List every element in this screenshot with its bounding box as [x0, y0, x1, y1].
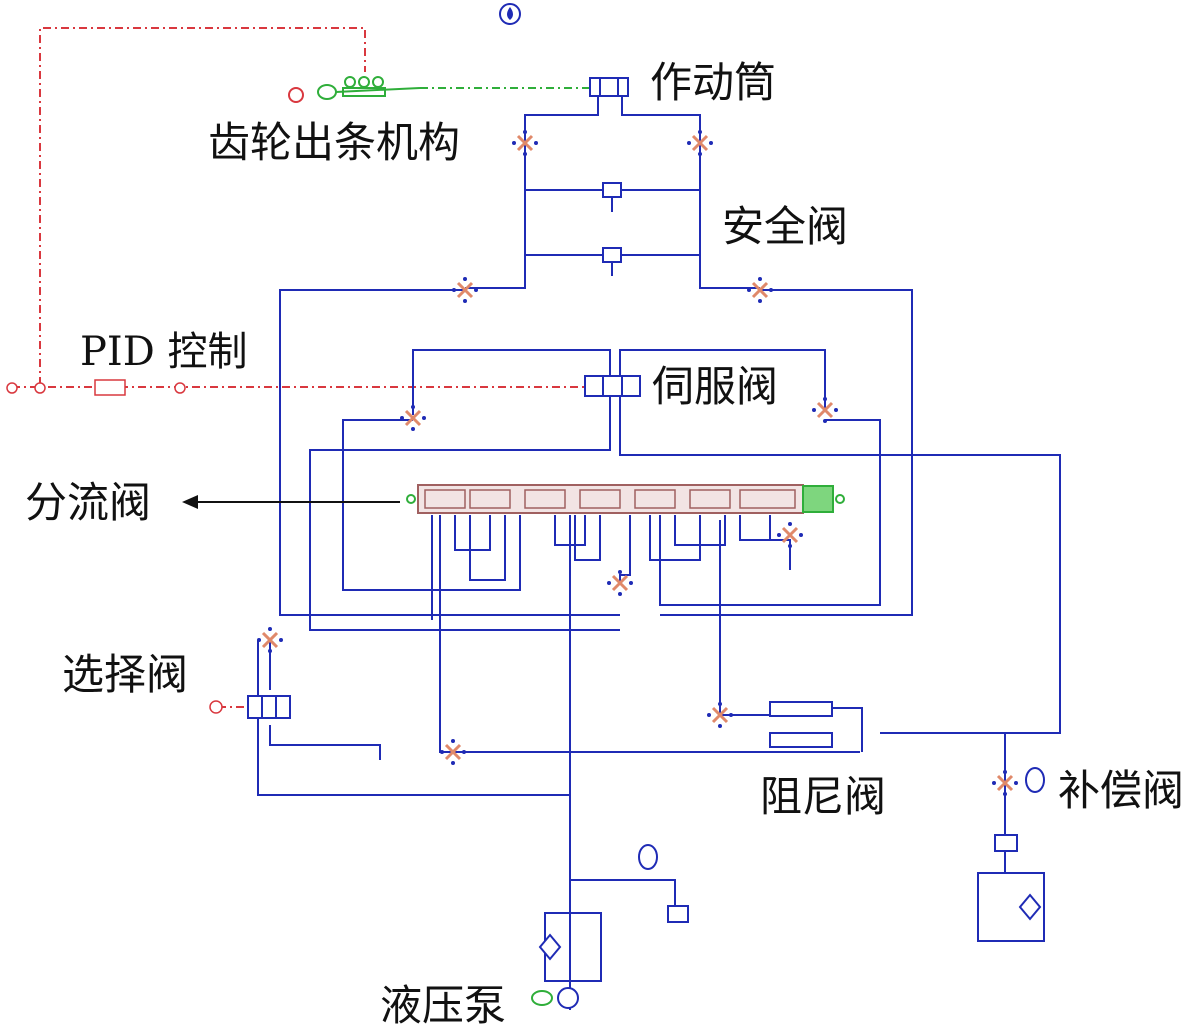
hydraulic-pump-label: 液压泵: [380, 981, 507, 1030]
junction-icon: [777, 522, 803, 548]
rack-gear-mechanism[interactable]: [288, 76, 421, 103]
servo-valve-label: 伺服阀: [652, 362, 779, 411]
actuator-label: 作动筒: [650, 58, 777, 107]
pid-controller-block[interactable]: [6, 379, 186, 396]
junction-icon: [707, 702, 733, 728]
rack-gear-label: 齿轮出条机构: [208, 118, 461, 167]
safety-valve-lower[interactable]: [602, 247, 622, 276]
flow-divider-block[interactable]: [406, 484, 845, 514]
compensation-valve-label: 补偿阀: [1058, 766, 1185, 815]
selector-valve-label: 选择阀: [62, 650, 189, 699]
safety-valve-upper[interactable]: [602, 182, 622, 212]
junction-icon: [687, 130, 713, 156]
hydraulic-lines: [257, 95, 1061, 1010]
safety-valve-label: 安全阀: [722, 202, 849, 251]
junction-icon: [512, 130, 538, 156]
junction-icon: [440, 739, 466, 765]
selector-valve[interactable]: [209, 695, 291, 719]
water-drop-icon: [499, 3, 521, 25]
junction-icon: [747, 277, 773, 303]
damping-valve-label: 阻尼阀: [760, 772, 887, 821]
servo-valve[interactable]: [584, 375, 641, 397]
hydraulic-pump[interactable]: [531, 844, 689, 1009]
junction-icon: [452, 277, 478, 303]
compensation-valve[interactable]: [994, 767, 1045, 921]
junction-icon: [257, 627, 283, 653]
junction-icon: [992, 770, 1018, 796]
junction-icon: [812, 397, 838, 423]
flow-divider-label: 分流阀: [25, 478, 152, 527]
junction-nodes: [257, 130, 1018, 796]
pid-control-label: PID 控制: [80, 329, 248, 375]
flow-divider-arrow: [182, 495, 400, 509]
junction-icon: [400, 405, 426, 431]
junction-icon: [607, 570, 633, 596]
actuator[interactable]: [589, 77, 629, 97]
